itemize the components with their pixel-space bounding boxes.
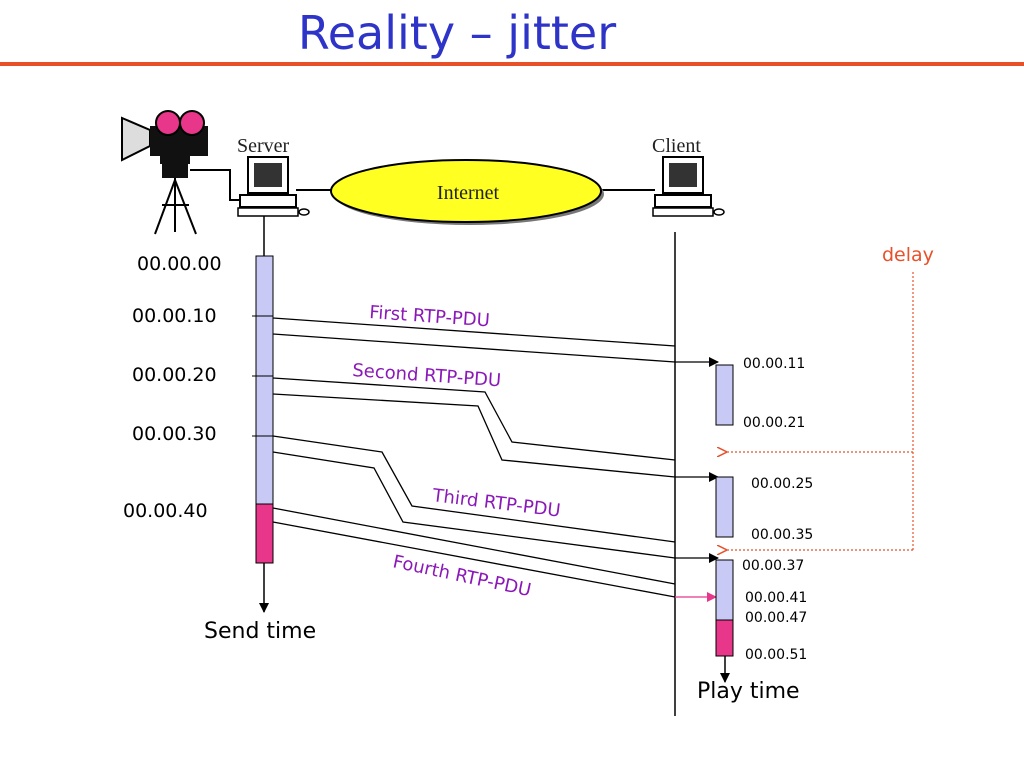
- send-time-label: 00.00.10: [132, 305, 217, 327]
- play-block-first: [715, 364, 734, 426]
- play-time-label: 00.00.21: [743, 415, 805, 431]
- play-time-label: 00.00.51: [745, 647, 807, 663]
- internet-cloud: [330, 159, 602, 223]
- play-time-label: 00.00.11: [743, 356, 805, 372]
- client-computer-icon: [652, 156, 725, 217]
- play-block-fourth: [715, 619, 734, 657]
- send-time-label: 00.00.40: [123, 500, 208, 522]
- client-label: Client: [652, 135, 701, 157]
- internet-label: Internet: [437, 182, 500, 204]
- play-time-label: 00.00.25: [751, 476, 813, 492]
- send-time-label: 00.00.30: [132, 423, 217, 445]
- packet-label-first: First RTP-PDU: [369, 302, 491, 331]
- delay-bracket: [726, 272, 914, 550]
- send-time-axis-label: Send time: [204, 619, 316, 644]
- packet-label-second: Second RTP-PDU: [352, 360, 502, 391]
- slide-title: Reality – jitter: [297, 6, 617, 60]
- server-computer-icon: [237, 156, 310, 217]
- title-underline: [0, 62, 1024, 66]
- packet-path-third: [272, 435, 719, 563]
- play-time-label: 00.00.47: [745, 610, 807, 626]
- play-time-label: 00.00.35: [751, 527, 813, 543]
- play-time-label: 00.00.37: [742, 558, 804, 574]
- send-block: [255, 255, 274, 505]
- send-time-label: 00.00.20: [132, 364, 217, 386]
- play-time-label: 00.00.41: [745, 590, 807, 606]
- play-time-axis-label: Play time: [697, 679, 800, 704]
- play-block-third: [715, 559, 734, 621]
- packet-path-fourth: [272, 507, 676, 598]
- packet-label-third: Third RTP-PDU: [430, 485, 561, 522]
- packet-label-fourth: Fourth RTP-PDU: [391, 551, 533, 601]
- packet-path-first: [272, 317, 719, 367]
- last-send-block: [255, 503, 274, 564]
- packet-path-second: [272, 377, 719, 482]
- video-camera-icon: [121, 110, 246, 235]
- server-label: Server: [237, 135, 290, 157]
- play-block-second: [715, 476, 734, 538]
- send-time-label: 00.00.00: [137, 253, 222, 275]
- delay-label: delay: [882, 244, 934, 266]
